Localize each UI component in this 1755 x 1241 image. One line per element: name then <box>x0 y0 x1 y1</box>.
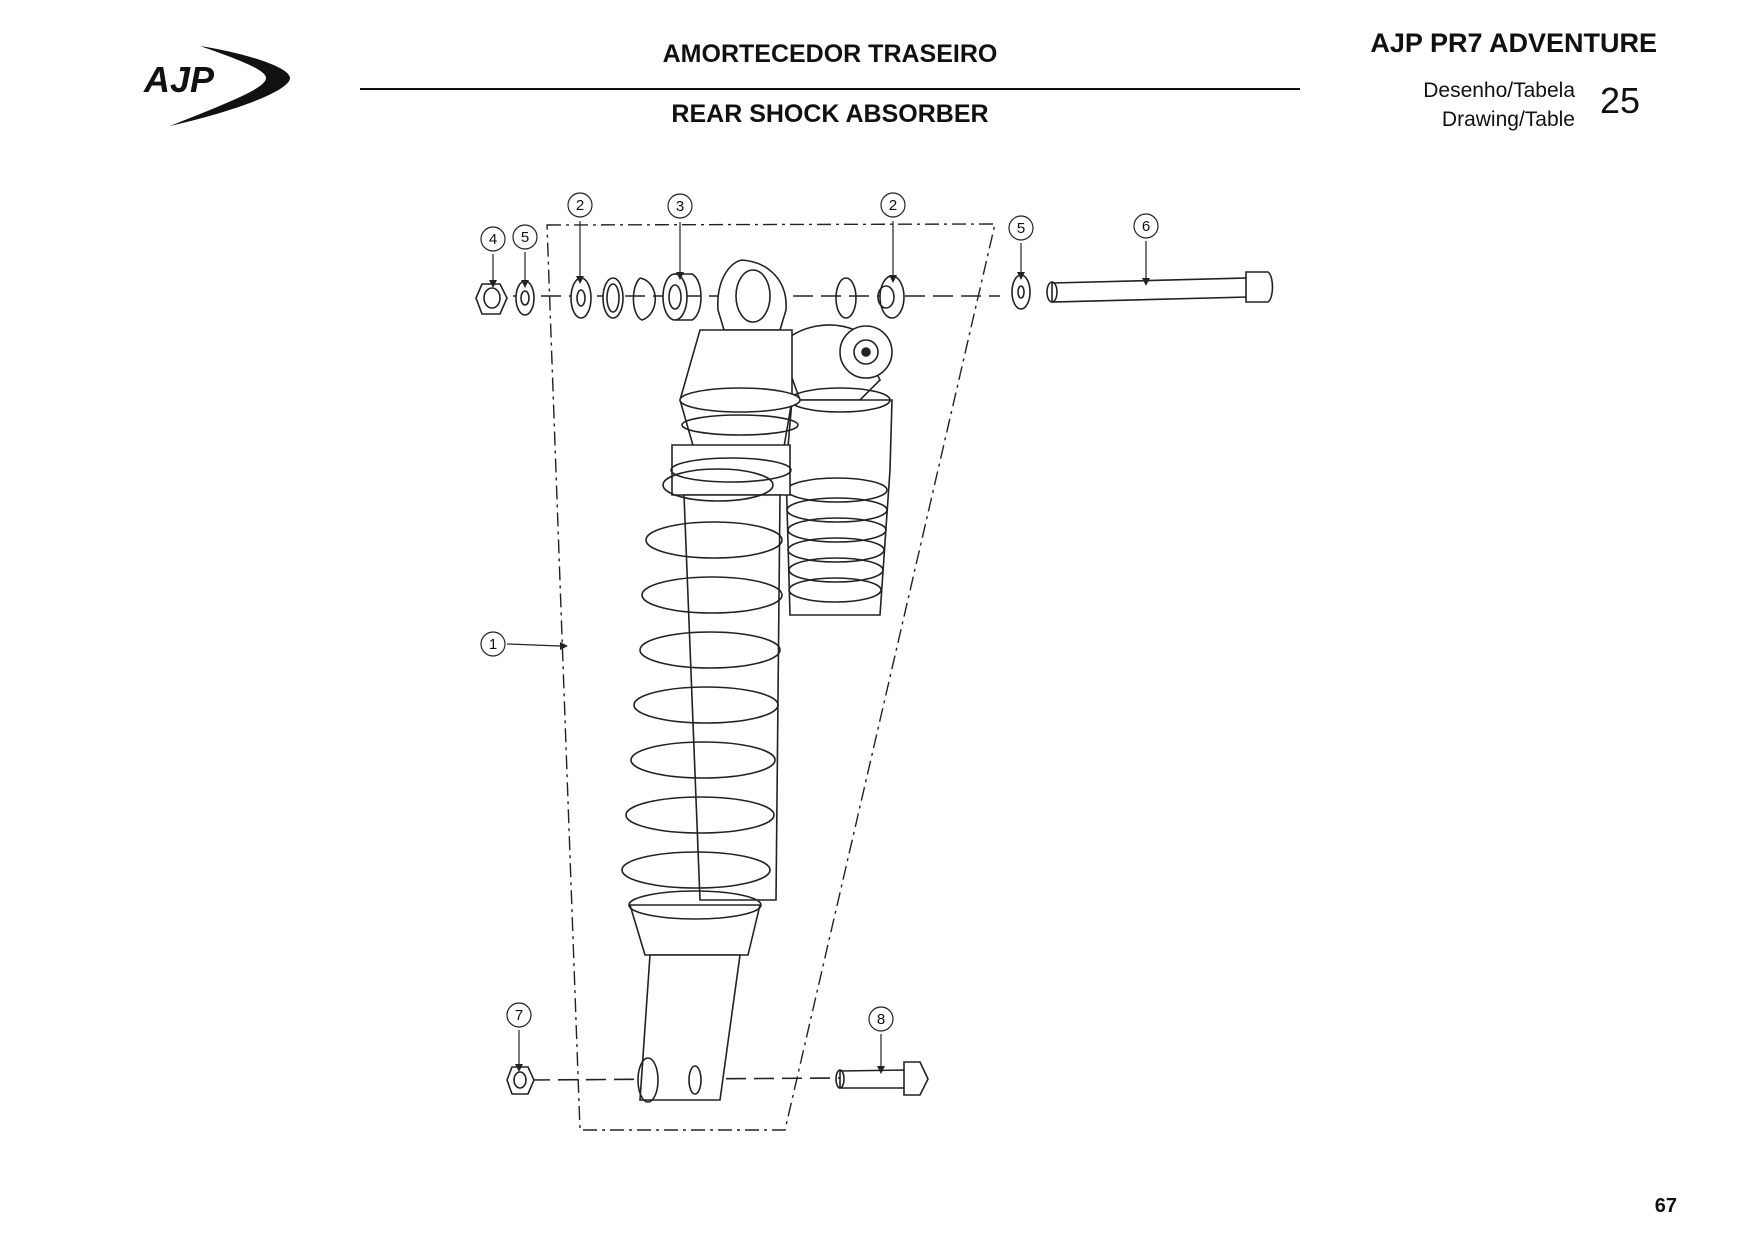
leader-lines <box>492 221 1147 1066</box>
svg-text:5: 5 <box>1017 220 1025 237</box>
reservoir <box>779 324 893 616</box>
callout-6: 6 <box>1133 213 1159 239</box>
drawing-label-en: Drawing/Table <box>1441 108 1575 131</box>
seal-ring-right <box>835 277 857 319</box>
spacer-part-2-right <box>877 275 905 319</box>
svg-text:5: 5 <box>521 229 529 246</box>
nut-part-4 <box>475 283 508 315</box>
svg-text:6: 6 <box>1142 218 1150 235</box>
page-title-portuguese: AMORTECEDOR TRASEIRO <box>662 40 998 68</box>
callout-5-right: 5 <box>1008 215 1034 241</box>
bolt-part-6 <box>1046 271 1274 303</box>
assembly-boundary <box>546 223 996 1131</box>
drawing-number: 25 <box>1600 80 1641 121</box>
svg-text:7: 7 <box>515 1007 523 1024</box>
shock-body <box>670 329 801 901</box>
callout-8: 8 <box>868 1006 894 1032</box>
callout-2-left: 2 <box>567 192 593 218</box>
callout-1: 1 <box>480 631 506 657</box>
svg-text:1: 1 <box>489 636 497 653</box>
callout-3: 3 <box>667 193 693 219</box>
seal-ring <box>602 277 624 319</box>
drawing-label-pt: Desenho/Tabela <box>1423 79 1575 102</box>
title-divider <box>360 88 1300 90</box>
svg-text:AJP: AJP <box>143 59 215 100</box>
drawing-table-label: Desenho/Tabela Drawing/Table <box>1423 76 1575 134</box>
nut-part-7 <box>506 1066 535 1095</box>
bolt-part-8 <box>835 1061 929 1096</box>
circlip <box>632 277 656 321</box>
washer-part-5-left <box>515 280 535 316</box>
callout-4: 4 <box>480 226 506 252</box>
svg-text:4: 4 <box>489 231 497 248</box>
callout-7: 7 <box>506 1002 532 1028</box>
lower-clevis <box>628 890 762 1103</box>
page-title-english: REAR SHOCK ABSORBER <box>671 100 989 128</box>
callout-5-left: 5 <box>512 224 538 250</box>
shock-top-eye <box>717 259 787 331</box>
spacer-part-2-left <box>570 277 592 319</box>
svg-text:2: 2 <box>576 197 584 214</box>
bearing-part-3 <box>662 273 702 321</box>
page-number: 67 <box>1654 1195 1677 1217</box>
svg-text:3: 3 <box>676 198 684 215</box>
svg-text:8: 8 <box>877 1011 885 1028</box>
ajp-logo: AJP <box>143 46 290 126</box>
washer-part-5-right <box>1011 274 1031 310</box>
model-name: AJP PR7 ADVENTURE <box>1370 28 1657 58</box>
arrowheads <box>489 272 1150 1074</box>
svg-text:2: 2 <box>889 197 897 214</box>
callout-2-right: 2 <box>880 192 906 218</box>
coil-spring <box>621 468 783 889</box>
